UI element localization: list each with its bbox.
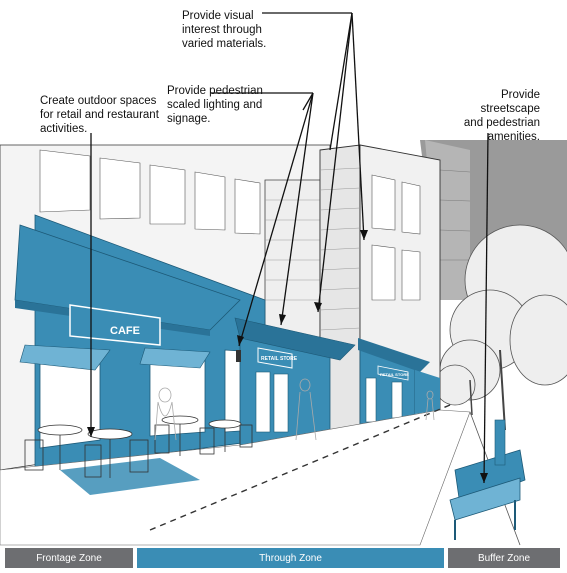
bench	[449, 419, 526, 540]
sidewalk	[0, 404, 521, 546]
retail-storefront-2	[358, 338, 440, 431]
callout-pedestrian-lighting: Provide pedestrian scaled lighting and s…	[167, 85, 263, 125]
retail-sign-1: RETAIL STORE	[261, 356, 298, 362]
through-zone-label: Through Zone	[137, 548, 444, 568]
frontage-zone-label: Frontage Zone	[5, 548, 133, 568]
callout-outdoor-spaces: Create outdoor spaces for retail and res…	[40, 95, 159, 135]
cafe-sign: CAFE	[110, 325, 140, 337]
callout-streetscape: Provide streetscape and pedestrian ameni…	[463, 89, 540, 143]
callout-visual-interest: Provide visual interest through varied m…	[182, 10, 267, 50]
wall-lamp-icon	[236, 350, 241, 362]
cafe-tables-and-chairs	[24, 415, 253, 478]
pedestrians	[154, 378, 435, 441]
buffer-zone-label: Buffer Zone	[448, 548, 560, 568]
leader-lines	[90, 12, 489, 484]
retail-storefront-1	[234, 317, 356, 446]
arrowheads	[87, 230, 488, 483]
retail-sign-2: RETAIL STORE	[380, 372, 409, 377]
street-trees	[434, 224, 567, 431]
